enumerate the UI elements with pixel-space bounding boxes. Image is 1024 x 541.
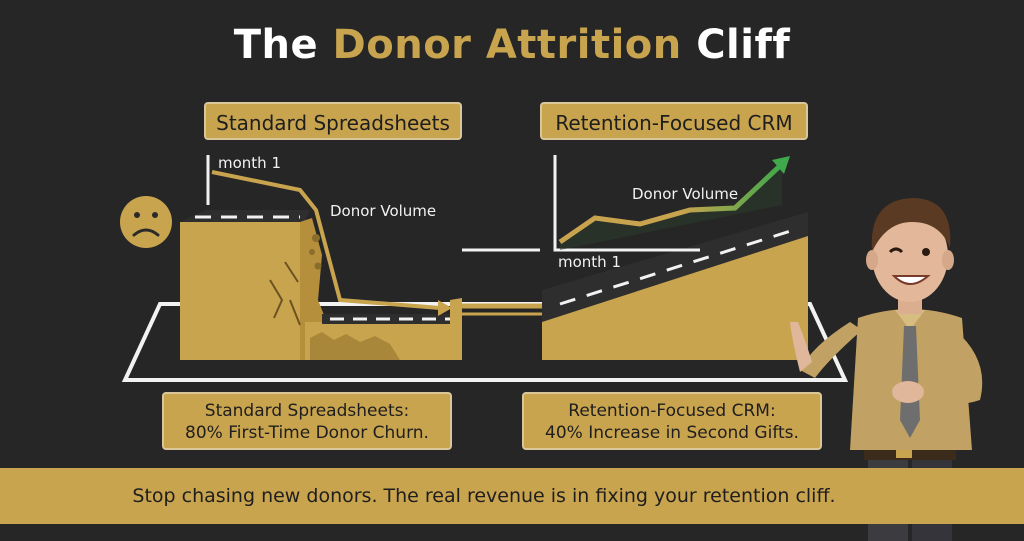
left-caption-line-1: Standard Spreadsheets: [204, 401, 410, 421]
banner-text: Stop chasing new donors. The real revenu… [132, 485, 836, 507]
left-caption-line-2: 80% First-Time Donor Churn. [185, 423, 429, 443]
left-caption: Standard Spreadsheets: 80% First-Time Do… [162, 392, 452, 450]
right-volume-chart [553, 155, 790, 252]
connecting-road [460, 248, 545, 316]
title-part-1: The [233, 22, 319, 68]
cliff-block [180, 210, 462, 360]
left-line-label: Donor Volume [330, 202, 436, 220]
call-to-action-banner: Stop chasing new donors. The real revenu… [0, 468, 1024, 524]
right-caption: Retention-Focused CRM: 40% Increase in S… [522, 392, 822, 450]
ramp-block [542, 212, 808, 360]
right-caption-line-1: Retention-Focused CRM: [568, 401, 776, 421]
right-panel-label: Retention-Focused CRM [540, 102, 808, 140]
right-axis-label: month 1 [558, 253, 621, 271]
page-title: The Donor Attrition Cliff [0, 22, 1024, 68]
title-part-3: Cliff [696, 22, 791, 68]
title-part-2: Donor Attrition [332, 22, 682, 68]
left-axis-label: month 1 [218, 154, 281, 172]
sad-face-icon [120, 196, 172, 248]
left-volume-chart [206, 155, 452, 316]
right-line-label: Donor Volume [632, 185, 738, 203]
right-caption-line-2: 40% Increase in Second Gifts. [545, 423, 799, 443]
left-panel-label: Standard Spreadsheets [204, 102, 462, 140]
